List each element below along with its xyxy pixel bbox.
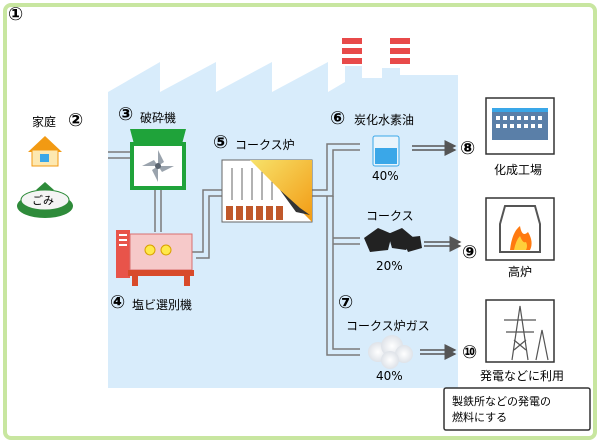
power-label: 発電などに利用 <box>480 369 565 383</box>
note-line-1: 製鉄所などの発電の <box>452 395 551 408</box>
separator-label: 塩ビ選別機 <box>132 298 193 312</box>
chimney-left <box>342 38 362 64</box>
crusher-number: ③ <box>118 104 134 125</box>
note-line-2: 燃料にする <box>452 411 508 424</box>
chemical-plant-number: ⑧ <box>460 138 476 159</box>
oil-label: 炭化水素油 <box>354 113 415 127</box>
gas-percent: 40% <box>376 369 403 383</box>
coke-oven <box>221 159 313 223</box>
garbage-bag-icon <box>17 182 73 218</box>
oil-beaker-icon <box>372 135 400 167</box>
coke-oven-number: ⑤ <box>213 132 229 153</box>
blast-furnace-label: 高炉 <box>508 265 533 279</box>
chemical-plant-icon <box>485 97 555 155</box>
household-label: 家庭 <box>32 115 57 129</box>
crusher-blade-icon <box>142 150 174 182</box>
oil-number: ⑥ <box>330 108 346 129</box>
gas-number: ⑦ <box>338 292 354 313</box>
frame-marker: ① <box>8 4 24 25</box>
coke-lumps-icon <box>364 228 422 252</box>
house-icon <box>28 136 62 167</box>
crusher-machine <box>130 129 186 190</box>
power-number: ⑩ <box>462 342 478 363</box>
coke-percent: 20% <box>376 259 403 273</box>
factory-building <box>108 62 458 388</box>
blast-furnace-number: ⑨ <box>462 242 478 263</box>
gas-label: コークス炉ガス <box>346 319 430 333</box>
pvc-separator-machine <box>116 230 194 286</box>
chemical-plant-label: 化成工場 <box>494 163 543 177</box>
crusher-label: 破砕機 <box>140 111 177 125</box>
coke-oven-label: コークス炉 <box>235 138 295 152</box>
blast-furnace-icon <box>485 197 555 261</box>
garbage-bag-text: ごみ <box>32 194 54 207</box>
chimney-right <box>390 38 410 64</box>
oil-percent: 40% <box>372 169 399 183</box>
power-tower-icon <box>485 299 555 363</box>
pipes <box>108 143 360 356</box>
coke-label: コークス <box>366 209 414 223</box>
separator-number: ④ <box>110 292 126 313</box>
note-box <box>443 387 591 431</box>
household-number: ② <box>68 110 84 131</box>
gas-cloud-icon <box>368 335 413 369</box>
arrows-to-outputs <box>412 140 462 360</box>
